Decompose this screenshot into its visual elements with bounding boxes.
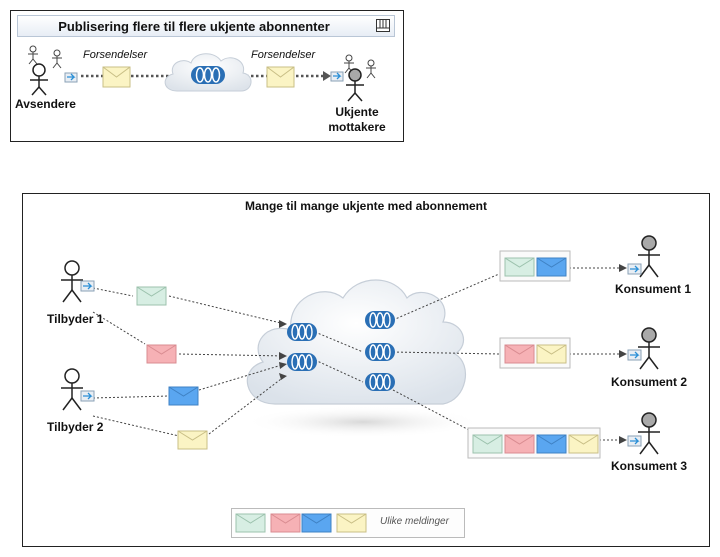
stick-figure-icon [366,59,376,79]
envelope-icon [146,344,177,364]
send-badge-icon [64,72,78,83]
envelope-icon [136,286,167,306]
queue-icon [287,323,317,341]
stick-figure-icon [638,235,660,278]
shipments-right-label: Forsendelser [251,49,316,61]
stick-figure-icon [30,63,48,96]
top-title: Publisering flere til flere ukjente abon… [58,19,330,34]
stick-figure-icon [61,368,83,411]
connector-lines [92,267,623,441]
cloud-icon [246,279,467,405]
arrowheads [279,264,627,444]
envelope-icon [266,66,295,88]
queue-icon [365,311,395,329]
queue-icon [365,343,395,361]
producer-label: Tilbyder 2 [47,420,104,434]
message-group-consumer-2 [499,337,571,369]
send-badge-icon [80,390,95,402]
diagram-icon [376,19,390,32]
envelope-icon [102,66,131,88]
stick-figure-icon [638,412,660,455]
receive-badge-icon [627,435,642,447]
envelope-icon [270,513,301,533]
queue-icon [287,353,317,371]
stick-figure-icon [346,68,364,102]
receive-badge-icon [330,71,344,82]
queue-icon [365,373,395,391]
envelope-icon [177,430,208,450]
producer-label: Tilbyder 1 [47,312,104,326]
receiver-label-line2: mottakere [328,120,386,134]
receive-badge-icon [627,263,642,275]
top-panel: Publisering flere til flere ukjente abon… [10,10,404,142]
bottom-title: Mange til mange ukjente med abonnement [244,199,488,213]
bottom-panel: Mange til mange ukjente med abonnement [22,193,710,547]
stick-figure-icon [28,45,38,65]
legend-label: Ulike meldinger [380,516,449,527]
legend-envelopes [235,513,367,533]
message-group-consumer-3 [467,427,601,459]
legend: Ulike meldinger [231,508,465,538]
stick-figure-icon [61,260,83,303]
envelope-icon [235,513,266,533]
stick-figure-icon [52,49,62,69]
send-badge-icon [80,280,95,292]
message-group-consumer-1 [499,250,571,282]
sender-label: Avsendere [15,97,76,111]
envelope-icon [301,513,332,533]
top-title-bar: Publisering flere til flere ukjente abon… [17,15,395,37]
consumer-label: Konsument 2 [611,375,688,389]
consumer-label: Konsument 3 [611,459,688,473]
queue-icon [191,66,225,84]
stick-figure-icon [638,327,660,370]
shipments-left-label: Forsendelser [83,49,148,61]
receiver-label-line1: Ukjente [335,105,379,119]
bottom-diagram [61,235,660,459]
envelope-icon [336,513,367,533]
cloud-shadow [243,406,483,438]
stick-figure-icon [344,54,354,74]
envelope-icon [168,386,199,406]
receive-badge-icon [627,349,642,361]
top-diagram [28,45,376,102]
consumer-label: Konsument 1 [615,282,692,296]
